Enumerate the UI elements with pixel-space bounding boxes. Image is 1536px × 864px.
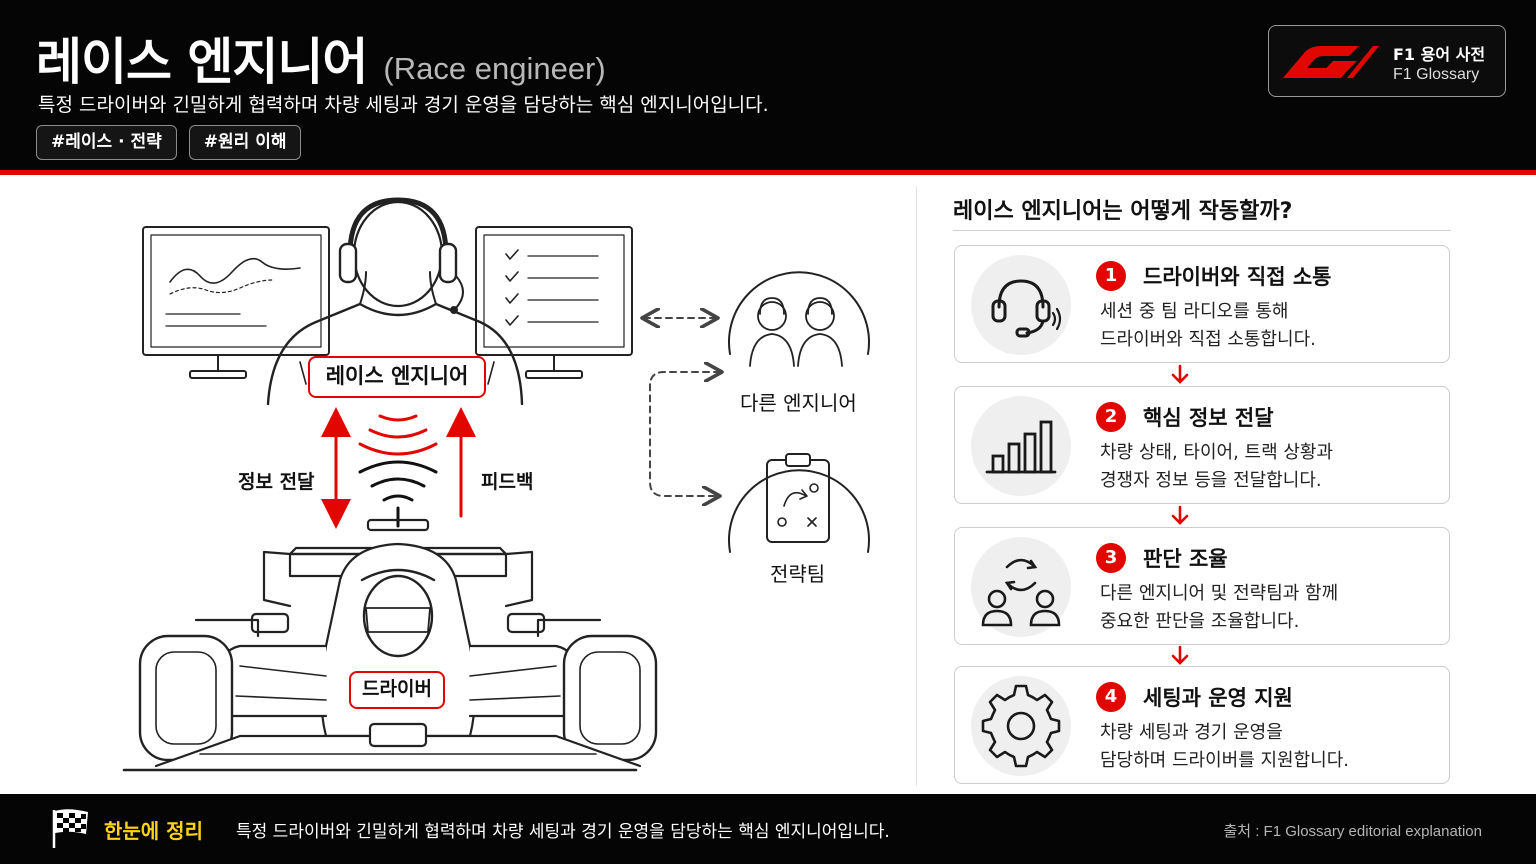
other-engineers-label: 다른 엔지니어 [740,391,857,415]
how-title-rule [953,230,1451,231]
driver-label: 드라이버 [349,671,445,709]
tag-principle[interactable]: #원리 이해 [188,125,302,160]
header-bar: 레이스 엔지니어 (Race engineer) 특정 드라이버와 긴밀하게 협… [0,0,1536,170]
f1-logo-icon [1283,46,1379,78]
step-desc-1-line-2: 드라이버와 직접 소통합니다. [1100,329,1316,350]
engineer-label: 레이스 엔지니어 [308,356,486,398]
step-number-4: 4 [1096,682,1126,712]
step-desc-1-line-1: 세션 중 팀 라디오를 통해 [1100,301,1289,322]
tag-list: #레이스 · 전략 #원리 이해 [36,125,302,160]
header-divider [0,170,1536,175]
step-card-4: 4 세팅과 운영 지원 차량 세팅과 경기 운영을 담당하며 드라이버를 지원합… [954,666,1450,784]
step-desc-2-line-1: 차량 상태, 타이어, 트랙 상황과 [1100,442,1334,463]
step-card-3: 3 판단 조율 다른 엔지니어 및 전략팀과 함께 중요한 판단을 조율합니다. [954,527,1450,645]
illustration: 레이스 엔지니어 드라이버 정보 전달 피드백 다른 엔지니어 전략팀 [0,176,915,794]
step-number-2: 2 [1096,402,1126,432]
tag-race-strategy[interactable]: #레이스 · 전략 [36,125,177,160]
connector-strategy [649,372,720,496]
step-desc-3: 다른 엔지니어 및 전략팀과 함께 중요한 판단을 조율합니다. [1100,580,1440,636]
antenna-wave-icon [358,460,438,528]
step-arrow-down-icon [1171,505,1189,525]
summary-text: 특정 드라이버와 긴밀하게 협력하며 차량 세팅과 경기 운영을 담당하는 핵심… [236,822,890,842]
brand-subtitle: F1 Glossary [1393,66,1480,83]
strategy-team-label: 전략팀 [770,562,826,586]
step-card-1: 1 드라이버와 직접 소통 세션 중 팀 라디오를 통해 드라이버와 직접 소통… [954,245,1450,363]
gear-icon [971,676,1071,776]
step-arrow-down-icon [1171,364,1189,384]
other-engineers-icon [728,271,870,367]
step-number-3: 3 [1096,543,1126,573]
step-number-1: 1 [1096,261,1126,291]
step-desc-2-line-2: 경쟁자 정보 등을 전달합니다. [1100,470,1322,491]
right-monitor-icon [475,226,633,379]
headset-icon [971,255,1071,355]
step-arrow-down-icon [1171,645,1189,665]
step-desc-1: 세션 중 팀 라디오를 통해 드라이버와 직접 소통합니다. [1100,298,1440,354]
step-title-1: 드라이버와 직접 소통 [1143,265,1332,289]
brand-badge: F1 용어 사전 F1 Glossary [1268,25,1506,97]
footer-bar: 한눈에 정리 특정 드라이버와 긴밀하게 협력하며 차량 세팅과 경기 운영을 … [0,794,1536,864]
bar-chart-icon [971,396,1071,496]
source-credit: 출처 : F1 Glossary editorial explanation [1223,823,1482,840]
collaboration-icon [971,537,1071,637]
step-card-2: 2 핵심 정보 전달 차량 상태, 타이어, 트랙 상황과 경쟁자 정보 등을 … [954,386,1450,504]
info-transfer-label: 정보 전달 [238,471,315,493]
step-title-3: 판단 조율 [1143,547,1228,571]
strategy-clipboard-icon [728,453,870,553]
summary-key: 한눈에 정리 [104,819,203,843]
step-desc-3-line-2: 중요한 판단을 조율합니다. [1100,611,1300,632]
step-desc-4: 차량 세팅과 경기 운영을 담당하며 드라이버를 지원합니다. [1100,719,1440,775]
section-divider [916,186,917,786]
brand-title: F1 용어 사전 [1393,45,1486,64]
step-desc-2: 차량 상태, 타이어, 트랙 상황과 경쟁자 정보 등을 전달합니다. [1100,439,1440,495]
f1-car-illustration [122,518,658,772]
title-english: (Race engineer) [383,51,606,86]
checkered-flag-icon [52,809,88,848]
step-desc-4-line-1: 차량 세팅과 경기 운영을 [1100,722,1283,743]
step-title-2: 핵심 정보 전달 [1143,406,1274,430]
how-it-works-title: 레이스 엔지니어는 어떻게 작동할까? [953,199,1293,224]
page-title: 레이스 엔지니어 (Race engineer) [36,22,606,94]
radio-wave-icon [358,414,438,456]
step-desc-3-line-1: 다른 엔지니어 및 전략팀과 함께 [1100,583,1339,604]
race-engineer-figure [266,197,524,406]
feedback-label: 피드백 [481,471,534,493]
title-korean: 레이스 엔지니어 [36,33,368,91]
subtitle: 특정 드라이버와 긴밀하게 협력하며 차량 세팅과 경기 운영을 담당하는 핵심… [38,94,769,116]
step-title-4: 세팅과 운영 지원 [1143,686,1293,710]
step-desc-4-line-2: 담당하며 드라이버를 지원합니다. [1100,750,1350,771]
left-monitor-icon [142,226,330,379]
